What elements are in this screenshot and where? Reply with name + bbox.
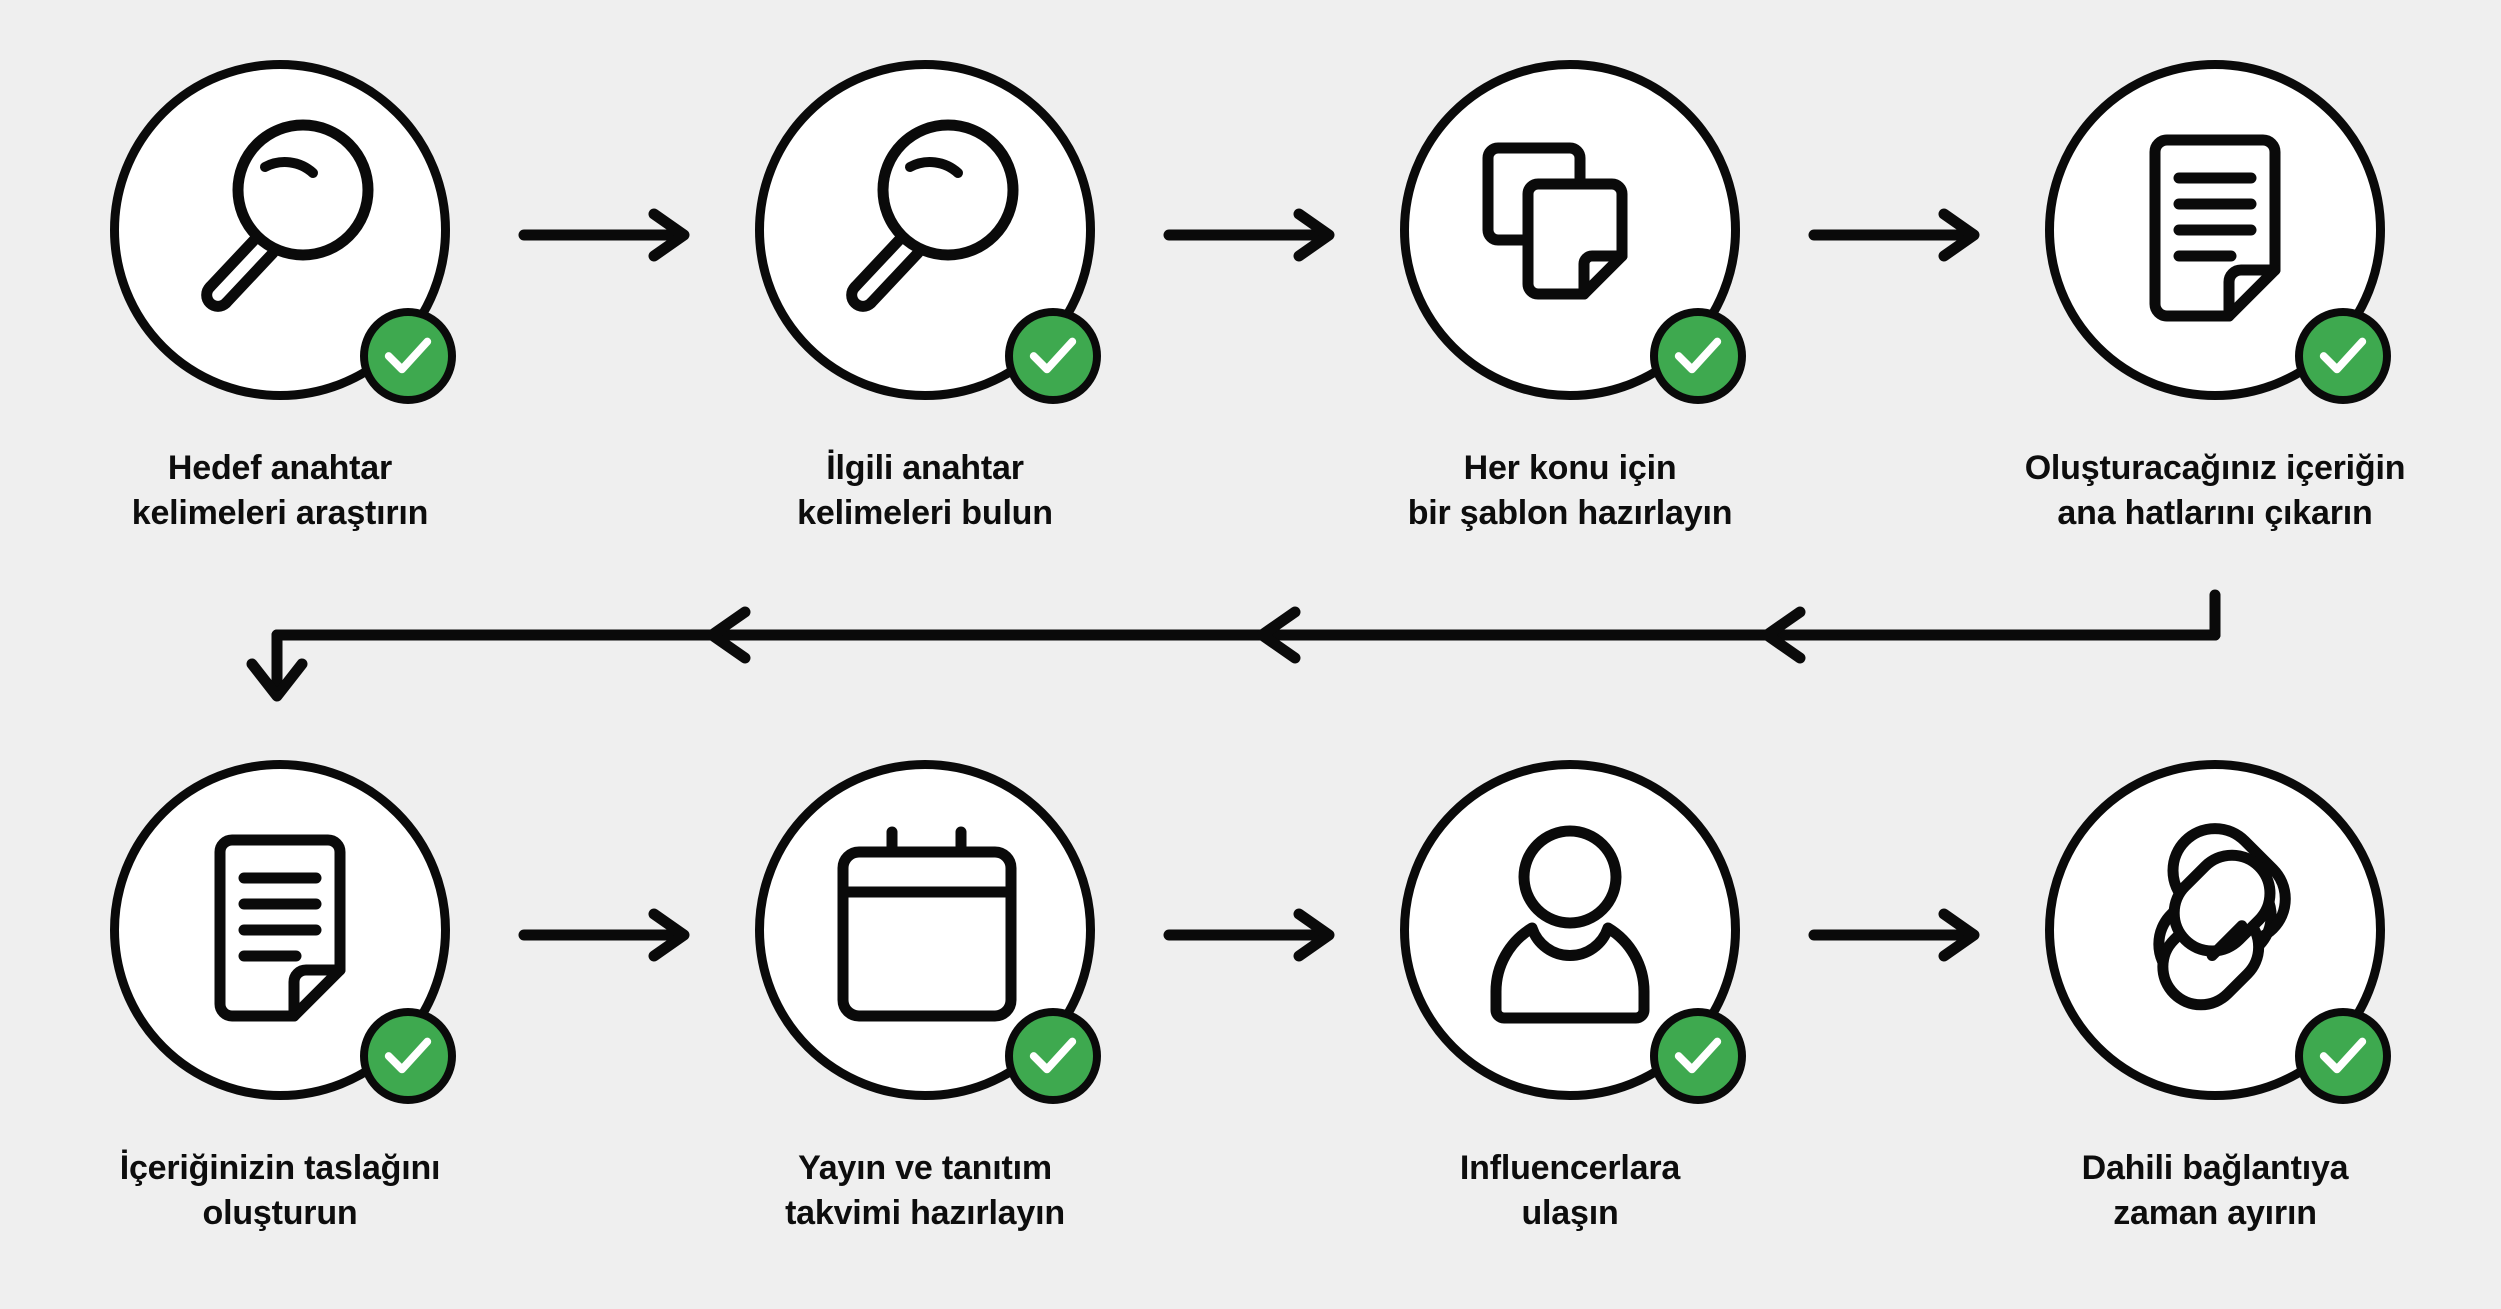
step-3[interactable]: Her konu için bir şablon hazırlayın	[1290, 60, 1850, 536]
step-4-icon-circle	[2045, 60, 2391, 404]
step-6-label: Yayın ve tanıtım takvimi hazırlayın	[785, 1149, 1065, 1233]
magnifier-icon	[110, 60, 450, 400]
step-2-label: İlgili anahtar kelimeleri bulun	[797, 449, 1053, 533]
check-icon	[1674, 1037, 1722, 1074]
arrow-right-5	[1163, 900, 1343, 970]
check-icon	[2319, 337, 2367, 374]
circle-outline	[110, 60, 450, 400]
check-icon	[1029, 1037, 1077, 1074]
step-8-icon-circle	[2045, 760, 2391, 1104]
stacked-documents-icon	[1400, 60, 1740, 400]
status-badge	[2295, 308, 2391, 404]
person-icon	[1400, 760, 1740, 1100]
step-5-icon-circle	[110, 760, 456, 1104]
step-5[interactable]: İçeriğinizin taslağını oluşturun	[0, 760, 560, 1236]
step-1-icon-circle	[110, 60, 456, 404]
step-4-label: Oluşturacağınız içeriğin ana hatlarını ç…	[2024, 449, 2406, 533]
step-2-icon-circle	[755, 60, 1101, 404]
status-badge	[1005, 308, 1101, 404]
arrow-right-6	[1808, 900, 1988, 970]
status-badge	[360, 308, 456, 404]
calendar-icon	[755, 760, 1095, 1100]
check-icon	[384, 337, 432, 374]
return-connector	[0, 560, 2501, 740]
document-lines-icon	[2045, 60, 2385, 400]
check-icon	[2319, 1037, 2367, 1074]
step-3-label: Her konu için bir şablon hazırlayın	[1407, 449, 1733, 533]
status-badge	[1005, 1008, 1101, 1104]
step-2[interactable]: İlgili anahtar kelimeleri bulun	[645, 60, 1205, 536]
arrow-right-2	[1163, 200, 1343, 270]
step-8[interactable]: Dahili bağlantıya zaman ayırın	[1935, 760, 2495, 1236]
document-lines-icon	[110, 760, 450, 1100]
step-1-label: Hedef anahtar kelimeleri araştırın	[131, 449, 429, 533]
step-1[interactable]: Hedef anahtar kelimeleri araştırın	[0, 60, 560, 536]
status-badge	[360, 1008, 456, 1104]
step-7-icon-circle	[1400, 760, 1746, 1104]
status-badge	[1650, 1008, 1746, 1104]
step-4[interactable]: Oluşturacağınız içeriğin ana hatlarını ç…	[1935, 60, 2495, 536]
step-3-icon-circle	[1400, 60, 1746, 404]
arrow-right-3	[1808, 200, 1988, 270]
check-icon	[1029, 337, 1077, 374]
arrow-right-1	[518, 200, 698, 270]
chain-link-icon	[2045, 760, 2385, 1100]
step-8-label: Dahili bağlantıya zaman ayırın	[2081, 1149, 2349, 1233]
status-badge	[2295, 1008, 2391, 1104]
step-7[interactable]: Influencerlara ulaşın	[1290, 760, 1850, 1236]
magnifier-icon	[755, 60, 1095, 400]
step-5-label: İçeriğinizin taslağını oluşturun	[119, 1149, 441, 1233]
step-7-label: Influencerlara ulaşın	[1459, 1149, 1681, 1233]
check-icon	[1674, 337, 1722, 374]
step-6[interactable]: Yayın ve tanıtım takvimi hazırlayın	[645, 760, 1205, 1236]
check-icon	[384, 1037, 432, 1074]
arrow-right-4	[518, 900, 698, 970]
step-6-icon-circle	[755, 760, 1101, 1104]
status-badge	[1650, 308, 1746, 404]
